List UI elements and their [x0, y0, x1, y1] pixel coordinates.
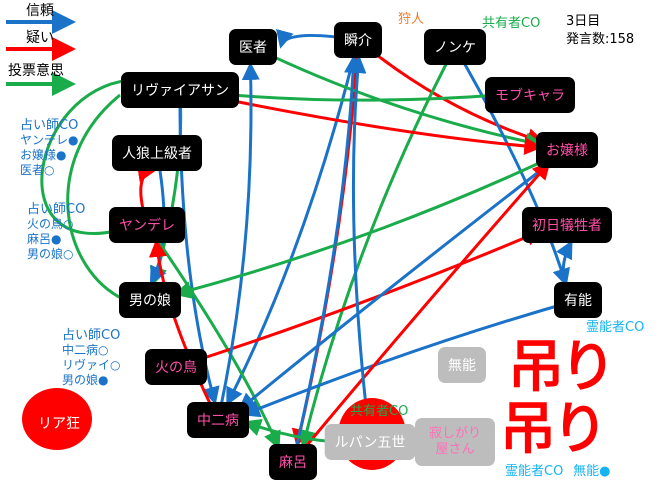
seer-result: お嬢様●	[20, 148, 67, 162]
seer-note-2: 占い師CO 火の鳥○ 麻呂● 男の娘○	[27, 202, 85, 262]
medium-note-title: 霊能者CO	[586, 320, 645, 335]
medium-note-title: 霊能者CO	[505, 464, 564, 479]
hanged-mark-1: 吊り	[508, 335, 616, 400]
seer-result: リヴァイ○	[62, 358, 121, 372]
player-node-munou: 無能	[438, 347, 486, 383]
legend-doubt: 疑い	[26, 30, 54, 46]
seer-note-title: 占い師CO	[62, 328, 121, 343]
player-node-maro: 麻呂	[269, 444, 317, 480]
edge-doubt-chuuni-to-yandere	[148, 238, 220, 421]
medium-note-1: 霊能者CO	[586, 320, 644, 335]
seer-note-title: 占い師CO	[20, 118, 79, 133]
seer-result: ヤンデレ●	[20, 133, 79, 147]
player-node-nonke: ノンケ	[424, 29, 486, 65]
edge-vote-nonke-to-maro	[298, 46, 457, 449]
edge-vote-yandere-to-maro	[145, 224, 281, 450]
player-node-lupin: ルパン五世	[324, 424, 416, 460]
player-node-isha: 医者	[229, 29, 277, 65]
player-node-otokonoko: 男の娘	[119, 282, 181, 318]
seer-result: 中二病○	[62, 343, 109, 357]
edge-trust-lupin-to-shunsuke	[348, 55, 372, 443]
seer-note-3: 占い師CO 中二病○ リヴァイ○ 男の娘●	[62, 328, 120, 388]
player-node-mob: モブキャラ	[485, 77, 575, 113]
blood-splatter	[22, 388, 92, 450]
edge-trust-shunsuke-to-chuuni	[226, 39, 360, 406]
hunter-label: 狩人	[398, 12, 425, 27]
seer-note-title: 占い師CO	[27, 202, 86, 217]
edge-doubt-hinotori-to-shonichi	[175, 228, 544, 369]
player-node-shunsuke: 瞬介	[334, 22, 382, 58]
player-node-yuunou: 有能	[554, 282, 602, 318]
edge-trust-ojou-to-chuuni	[237, 148, 568, 411]
player-node-jinrou: 人狼上級者	[112, 135, 202, 171]
edge-trust-yuunou-to-chuuni	[241, 298, 579, 418]
player-node-shonichi: 初日犠牲者	[522, 207, 612, 243]
attacked-victim: リア狂	[38, 416, 80, 432]
edge-doubt-maro-to-ojou	[291, 161, 551, 463]
post-count: 発言数:158	[566, 32, 635, 47]
player-node-hinotori: 火の鳥	[145, 349, 207, 385]
medium-note-2: 霊能者CO 無能●	[505, 464, 616, 479]
edge-vote-curve	[40, 78, 131, 235]
seer-result: 男の娘●	[62, 373, 109, 387]
sharer-co-label: 共有者CO	[482, 16, 541, 31]
sharer-co-dead-label: 共有者CO	[350, 404, 409, 419]
edge-trust-chuuni-to-isha	[216, 61, 260, 421]
edge-vote-curve	[66, 93, 126, 302]
player-node-leviathan: リヴァイアサン	[121, 72, 239, 108]
player-node-chuuni: 中二病	[187, 402, 249, 438]
edge-vote-ojou-to-otokonoko	[173, 148, 568, 299]
legend-trust: 信頼	[26, 3, 54, 19]
edge-trust-maro-to-shunsuke	[291, 54, 363, 463]
seer-result: 男の娘○	[27, 247, 74, 261]
legend-vote: 投票意思	[8, 63, 64, 79]
seer-result: 火の鳥○	[27, 217, 74, 231]
seer-result: 麻呂●	[27, 232, 62, 246]
medium-result: 無能●	[573, 464, 611, 479]
hanged-mark-2: 吊り	[500, 397, 608, 462]
player-node-yandere: ヤンデレ	[109, 207, 185, 243]
day-label: 3日目	[566, 14, 601, 29]
seer-result: 医者○	[20, 163, 55, 177]
player-node-ojou: お嬢様	[536, 132, 598, 168]
player-node-sabishi: 寂しがり屋さん	[415, 418, 495, 466]
seer-note-1: 占い師CO ヤンデレ● お嬢様● 医者○	[20, 118, 78, 178]
